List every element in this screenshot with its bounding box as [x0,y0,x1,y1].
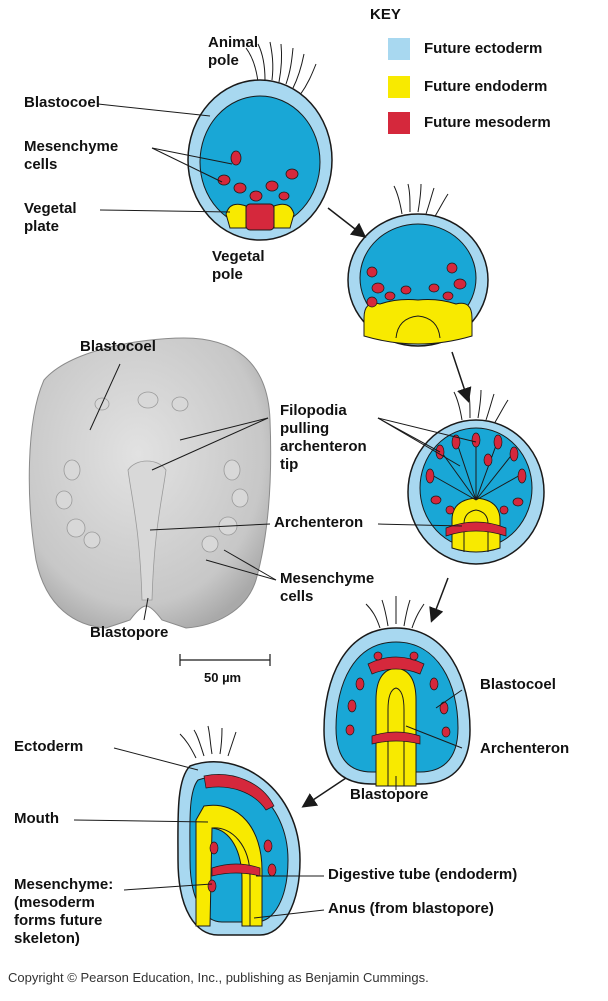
key-title: KEY [370,6,401,23]
label-mouth: Mouth [14,810,59,828]
cilia-stage-3 [454,390,508,424]
scale-bar [180,654,270,666]
label-vegetal-pole: Vegetal pole [212,248,265,284]
label-blastocoel-2: Blastocoel [480,676,556,694]
label-animal-pole: Animal pole [208,34,258,70]
embryo-stage-3 [408,390,544,564]
label-blastopore-photo: Blastopore [90,624,168,642]
archenteron-stage-4 [376,668,416,786]
label-archenteron-1: Archenteron [274,514,363,532]
cilia-stage-5 [180,726,236,758]
label-blastopore-2: Blastopore [350,786,428,804]
key-swatch-ectoderm [388,38,410,60]
key-swatch-mesoderm [388,112,410,134]
embryo-stage-4 [324,596,470,786]
label-digestive-tube: Digestive tube (endoderm) [328,866,517,884]
label-blastocoel-1: Blastocoel [24,94,100,112]
label-archenteron-2: Archenteron [480,740,569,758]
embryo-stage-5 [178,726,300,935]
micrograph [29,338,270,628]
label-filopodia: Filopodia pulling archenteron tip [280,402,367,474]
embryo-stage-2 [348,184,488,346]
vegetal-plate-right [274,204,294,228]
label-mesenchyme-cells-1: Mesenchyme cells [24,138,118,174]
cilia-stage-4 [366,596,424,628]
label-anus: Anus (from blastopore) [328,900,494,918]
copyright-notice: Copyright © Pearson Education, Inc., pub… [8,970,429,985]
label-blastocoel-photo: Blastocoel [80,338,156,356]
label-mesenchyme-definition: Mesenchyme: (mesoderm forms future skele… [14,876,113,948]
embryo-stage-1 [188,42,332,240]
label-vegetal-plate: Vegetal plate [24,200,77,236]
label-mesenchyme-cells-2: Mesenchyme cells [280,570,374,606]
key-label-endoderm: Future endoderm [424,78,547,95]
key-label-mesoderm: Future mesoderm [424,114,551,131]
key-label-ectoderm: Future ectoderm [424,40,542,57]
key-swatch-endoderm [388,76,410,98]
vegetal-mesoderm-stage-1 [246,204,274,230]
label-ectoderm: Ectoderm [14,738,83,756]
invaginating-endoderm-stage-2 [364,300,472,345]
cilia-stage-2 [394,184,448,218]
label-scale-bar: 50 µm [204,670,241,685]
vegetal-plate-left [226,204,246,228]
